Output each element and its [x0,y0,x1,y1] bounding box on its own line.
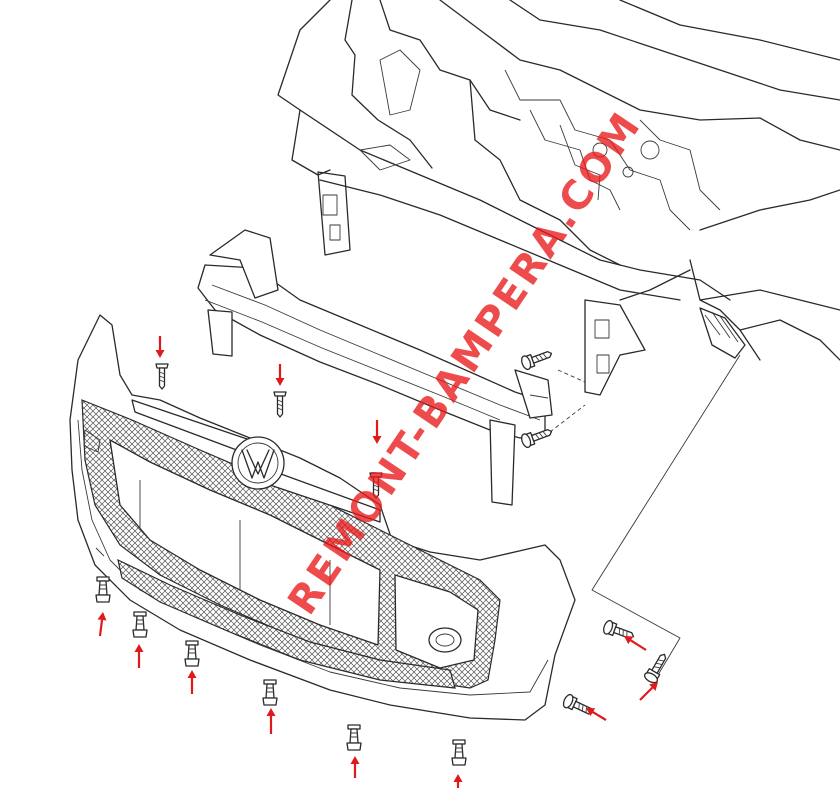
bottom-clip-6 [451,739,467,766]
bottom-clip-2 [132,611,148,638]
red-arrow-1 [155,336,165,358]
vw-emblem [231,436,285,490]
red-arrow-4 [97,612,107,637]
bottom-clip-3 [184,640,200,667]
fog-lamp [428,627,462,653]
front-bumper-cover [69,314,576,721]
bumper-beam [197,229,553,506]
red-arrow-10 [624,636,647,651]
bottom-clip-5 [346,724,362,751]
side-screw-2 [642,650,672,686]
red-arrow-12 [586,708,607,721]
red-arrow-5 [134,644,144,668]
car-body-front-structure [277,0,840,396]
red-arrow-9 [453,774,463,788]
beam-mount-guide-line [549,404,586,433]
red-arrow-11 [639,682,658,701]
bottom-clip-1 [95,576,111,603]
red-arrow-6 [187,670,197,694]
removal-arrows [97,336,658,788]
red-arrow-7 [266,708,276,734]
side-guide-leader-line [591,354,741,681]
beam-mount-guide-line [557,369,586,383]
top-screw-1 [155,363,169,390]
red-arrow-8 [350,756,360,778]
red-arrow-2 [275,364,285,386]
bottom-clip-4 [262,679,278,706]
top-screw-2 [273,391,287,418]
beam-bolt-upper [519,346,555,372]
red-arrow-3 [372,420,382,444]
